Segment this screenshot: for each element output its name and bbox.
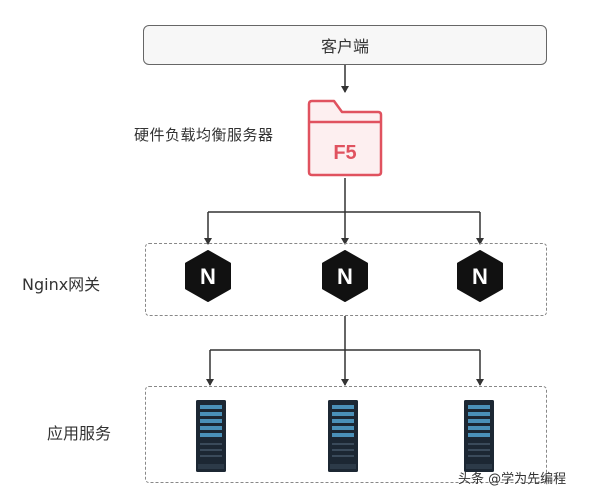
server-icon [328, 400, 358, 472]
load-balancer-label: 硬件负载均衡服务器 [134, 126, 274, 144]
app-service-label: 应用服务 [47, 424, 112, 443]
svg-text:N: N [200, 264, 216, 289]
nginx-node-icon: N [322, 250, 368, 302]
nginx-gateway-group [145, 243, 547, 316]
f5-folder-icon: F5 [307, 99, 383, 177]
svg-text:N: N [337, 264, 353, 289]
server-icon [464, 400, 494, 472]
watermark: 头条 @学为先编程 [458, 472, 567, 487]
server-icon [196, 400, 226, 472]
nginx-node-icon: N [457, 250, 503, 302]
client-label: 客户端 [320, 37, 369, 56]
f5-icon-text: F5 [333, 142, 356, 164]
app-service-group [145, 386, 547, 483]
svg-text:N: N [472, 264, 488, 289]
nginx-gateway-label: Nginx网关 [22, 275, 101, 294]
nginx-node-icon: N [185, 250, 231, 302]
client-box: 客户端 [143, 25, 547, 65]
